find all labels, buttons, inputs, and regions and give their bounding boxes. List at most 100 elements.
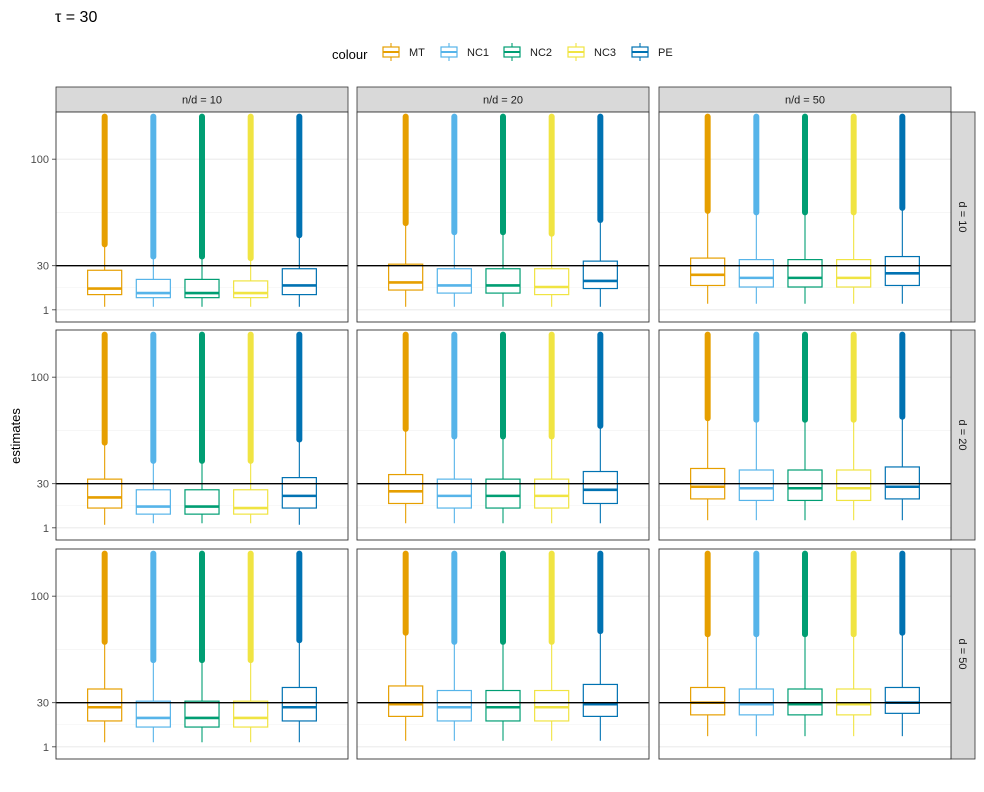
panel-border <box>356 111 650 323</box>
box-nc1 <box>436 113 472 307</box>
y-tick-label: 100 <box>31 591 49 603</box>
box-nc3 <box>233 331 269 524</box>
box-iqr <box>281 268 317 296</box>
box-iqr <box>184 700 220 728</box>
box-iqr <box>836 259 872 288</box>
box-iqr <box>582 683 618 717</box>
box-mt <box>87 550 123 743</box>
box-iqr <box>534 689 570 722</box>
box-pe <box>582 331 618 524</box>
box-pe <box>281 331 317 525</box>
box-mt <box>388 113 424 307</box>
box-iqr <box>534 268 570 296</box>
box-pe <box>281 113 317 307</box>
facet-row-strip-bg <box>950 548 976 760</box>
box-nc2 <box>184 331 220 524</box>
chart-title: τ = 30 <box>55 9 97 26</box>
facet-col-strip-n-d-50: n/d = 50 <box>658 86 952 113</box>
box-nc3 <box>836 113 872 304</box>
panel-border <box>658 111 952 323</box>
box-iqr <box>787 469 823 502</box>
panel-d-50-n-d-10 <box>55 548 349 760</box>
box-nc2 <box>787 331 823 521</box>
facet-col-strip-n-d-20: n/d = 20 <box>356 86 650 113</box>
facet-row-label: d = 20 <box>956 420 968 451</box>
legend: colour MT NC1 NC2 NC3 PE <box>332 43 673 62</box>
legend-key-nc1: NC1 <box>440 43 489 61</box>
box-nc1 <box>738 113 774 304</box>
facet-col-strip-n-d-10: n/d = 10 <box>55 86 349 113</box>
legend-key-label: NC1 <box>467 47 489 59</box>
box-pe <box>582 550 618 741</box>
box-pe <box>281 550 317 743</box>
facet-row-strip-bg <box>950 111 976 323</box>
box-iqr <box>485 689 521 722</box>
box-iqr <box>738 259 774 288</box>
facet-col-label: n/d = 10 <box>182 95 222 107</box>
y-axis-label: estimates <box>8 408 23 464</box>
box-nc3 <box>836 331 872 521</box>
box-mt <box>388 331 424 524</box>
box-iqr <box>436 268 472 294</box>
panel-d-20-n-d-10 <box>55 329 349 541</box>
legend-key-mt: MT <box>382 43 425 61</box>
panel-border <box>356 329 650 541</box>
box-pe <box>884 113 920 304</box>
y-tick-label: 30 <box>37 261 49 273</box>
facet-row-strip-d-20: d = 20 <box>950 329 976 541</box>
box-nc1 <box>436 550 472 741</box>
facet-col-label: n/d = 50 <box>785 95 825 107</box>
box-mt <box>388 550 424 741</box>
box-nc3 <box>836 550 872 737</box>
legend-key-label: PE <box>658 47 673 59</box>
box-nc1 <box>738 550 774 737</box>
box-mt <box>87 113 123 307</box>
box-nc1 <box>135 550 171 743</box>
box-nc1 <box>738 331 774 521</box>
box-nc1 <box>135 113 171 307</box>
box-iqr <box>233 489 269 515</box>
box-iqr <box>135 700 171 728</box>
box-nc3 <box>534 113 570 307</box>
panel-d-10-n-d-50 <box>658 111 952 323</box>
box-iqr <box>233 280 269 299</box>
legend-key-label: NC3 <box>594 47 616 59</box>
facet-row-strip-d-10: d = 10 <box>950 111 976 323</box>
panel-border <box>658 548 952 760</box>
facet-col-strip-bg <box>356 86 650 113</box>
panel-d-20-n-d-20 <box>356 329 650 541</box>
box-iqr <box>233 700 269 728</box>
box-iqr <box>836 469 872 502</box>
panel-d-10-n-d-20 <box>356 111 650 323</box>
legend-key-pe: PE <box>631 43 673 61</box>
box-nc2 <box>184 550 220 743</box>
y-tick-label: 100 <box>31 154 49 166</box>
box-iqr <box>135 489 171 515</box>
y-tick-label: 30 <box>37 479 49 491</box>
facet-row-label: d = 10 <box>956 202 968 233</box>
box-iqr <box>884 686 920 714</box>
box-iqr <box>836 688 872 716</box>
box-iqr <box>388 473 424 505</box>
legend-keys: MT NC1 NC2 NC3 PE <box>382 43 673 61</box>
box-iqr <box>135 278 171 299</box>
legend-title: colour <box>332 47 368 62</box>
box-nc2 <box>485 113 521 307</box>
legend-key-nc2: NC2 <box>503 43 552 61</box>
legend-key-nc3: NC3 <box>567 43 616 61</box>
panel-d-20-n-d-50 <box>658 329 952 541</box>
box-mt <box>87 331 123 525</box>
box-iqr <box>485 268 521 294</box>
facet-col-strip-bg <box>55 86 349 113</box>
box-mt <box>690 550 726 737</box>
facet-col-strip-bg <box>658 86 952 113</box>
box-iqr <box>184 489 220 515</box>
box-iqr <box>87 269 123 296</box>
panel-d-50-n-d-20 <box>356 548 650 760</box>
panel-d-50-n-d-50 <box>658 548 952 760</box>
box-iqr <box>388 685 424 717</box>
box-nc3 <box>233 550 269 743</box>
box-iqr <box>87 688 123 722</box>
